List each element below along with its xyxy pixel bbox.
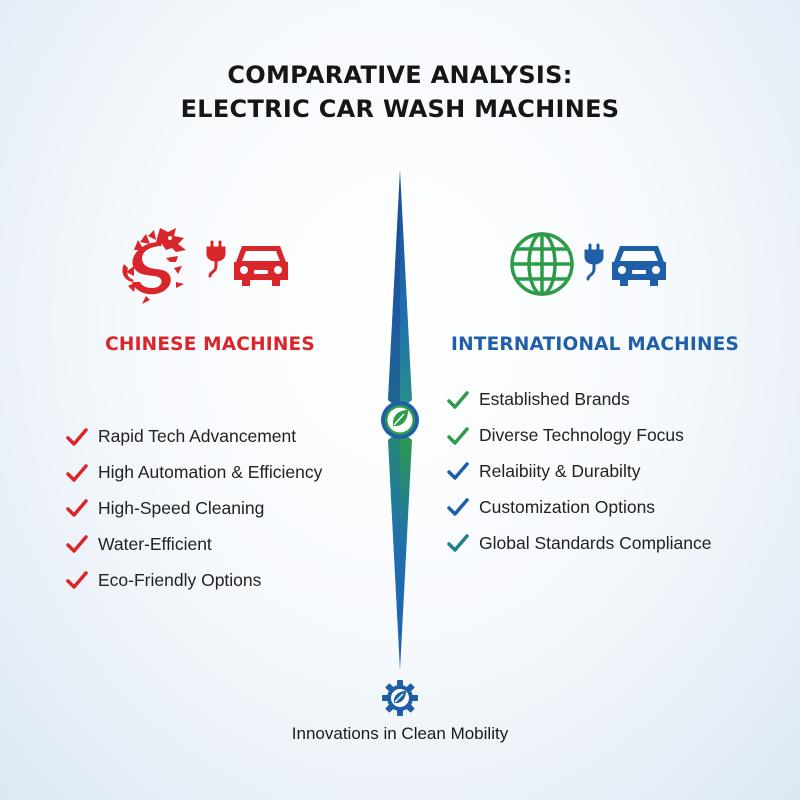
list-item-label: Water-Efficient [98,533,212,554]
check-icon [66,499,88,518]
list-item-label: Eco-Friendly Options [98,569,262,590]
list-item-label: High Automation & Efficiency [98,462,323,483]
list-item-label: Rapid Tech Advancement [98,426,297,447]
check-icon [447,426,469,445]
ev-plug-icon [584,243,604,281]
international-features-list: Established Brands Diverse Technology Fo… [447,382,712,561]
check-icon [66,571,88,589]
list-item-label: Established Brands [479,389,630,410]
car-icon [234,246,288,286]
list-item: High Automation & Efficiency [66,455,322,491]
list-item: Established Brands [447,382,712,418]
page-title: COMPARATIVE ANALYSIS: ELECTRIC CAR WASH … [0,58,800,126]
list-item: High-Speed Cleaning [66,491,322,527]
list-item: Global Standards Compliance [447,525,712,561]
chinese-icons [116,222,292,306]
chinese-features-list: Rapid Tech Advancement High Automation &… [66,419,322,598]
chinese-machines-heading: CHINESE MACHINES [105,334,315,355]
list-item-label: Customization Options [479,496,656,517]
title-line-2: ELECTRIC CAR WASH MACHINES [180,95,620,123]
dragon-icon [122,228,186,304]
check-icon [447,534,469,552]
center-divider [381,170,419,670]
check-icon [66,463,88,482]
list-item-label: High-Speed Cleaning [98,497,265,518]
list-item: Diverse Technology Focus [447,418,712,454]
check-icon [66,428,88,446]
check-icon [447,498,469,517]
footer-tagline: Innovations in Clean Mobility [291,724,509,743]
list-item-label: Global Standards Compliance [479,532,712,553]
list-item-label: Diverse Technology Focus [479,425,684,446]
check-icon [66,535,88,554]
check-icon [447,391,469,409]
list-item-label: Relaibiity & Durabilty [479,460,641,481]
check-icon [447,462,469,481]
ev-plug-icon [206,240,226,278]
car-icon [612,246,666,286]
list-item: Eco-Friendly Options [66,562,322,598]
globe-icon [510,232,574,296]
list-item: Water-Efficient [66,526,322,562]
title-line-1: COMPARATIVE ANALYSIS: [227,61,573,89]
list-item: Rapid Tech Advancement [66,419,322,455]
international-machines-heading: INTERNATIONAL MACHINES [450,334,739,355]
gear-leaf-icon [382,680,418,716]
list-item: Customization Options [447,489,712,525]
international-icons [508,230,670,298]
list-item: Relaibiity & Durabilty [447,454,712,490]
leaf-icon [392,410,408,427]
